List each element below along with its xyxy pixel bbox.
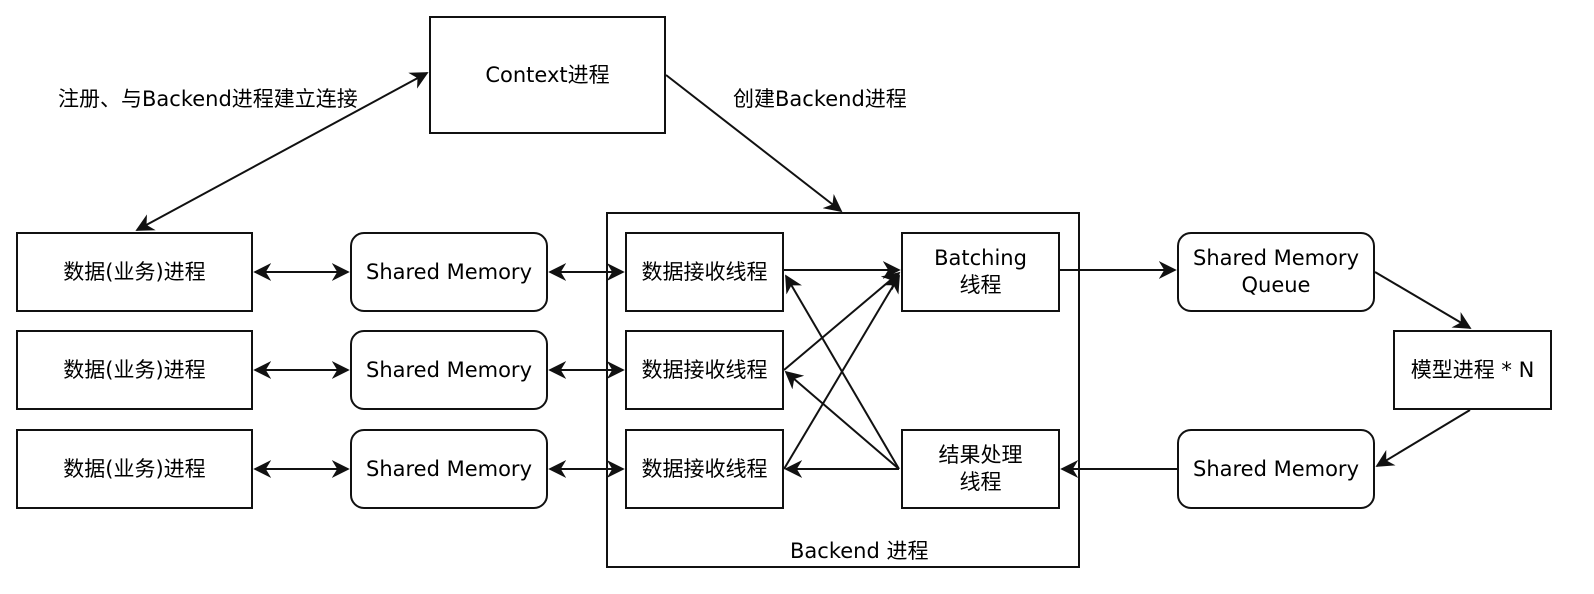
context-process-box: Context进程: [429, 16, 666, 134]
shared-memory-queue-box: Shared Memory Queue: [1177, 232, 1375, 312]
model-result-shm-arrow: [1375, 409, 1471, 467]
backend-process-label: Backend 进程: [790, 539, 929, 563]
result-shared-memory-box: Shared Memory: [1177, 429, 1375, 509]
backend-process-container: [606, 212, 1080, 568]
receiver-batching-arrow-2: [783, 271, 901, 371]
client-process-box-2: 数据(业务)进程: [16, 330, 253, 410]
register-arrow: [135, 72, 429, 231]
create-backend-arrow: [665, 74, 843, 213]
create-backend-edge-label: 创建Backend进程: [733, 87, 907, 111]
batching-thread-box: Batching 线程: [901, 232, 1060, 312]
receiver-thread-box-2: 数据接收线程: [625, 330, 784, 410]
receiver-thread-box-1: 数据接收线程: [625, 232, 784, 312]
result-thread-box: 结果处理 线程: [901, 429, 1060, 509]
model-process-box: 模型进程 * N: [1393, 330, 1552, 410]
queue-model-arrow: [1374, 271, 1472, 329]
receiver-thread-box-3: 数据接收线程: [625, 429, 784, 509]
shared-memory-box-1: Shared Memory: [350, 232, 548, 312]
result-receiver-arrow-2: [784, 370, 900, 470]
client-process-box-3: 数据(业务)进程: [16, 429, 253, 509]
shared-memory-box-2: Shared Memory: [350, 330, 548, 410]
client-process-box-1: 数据(业务)进程: [16, 232, 253, 312]
result-receiver-arrow-1: [785, 274, 900, 470]
shared-memory-box-3: Shared Memory: [350, 429, 548, 509]
